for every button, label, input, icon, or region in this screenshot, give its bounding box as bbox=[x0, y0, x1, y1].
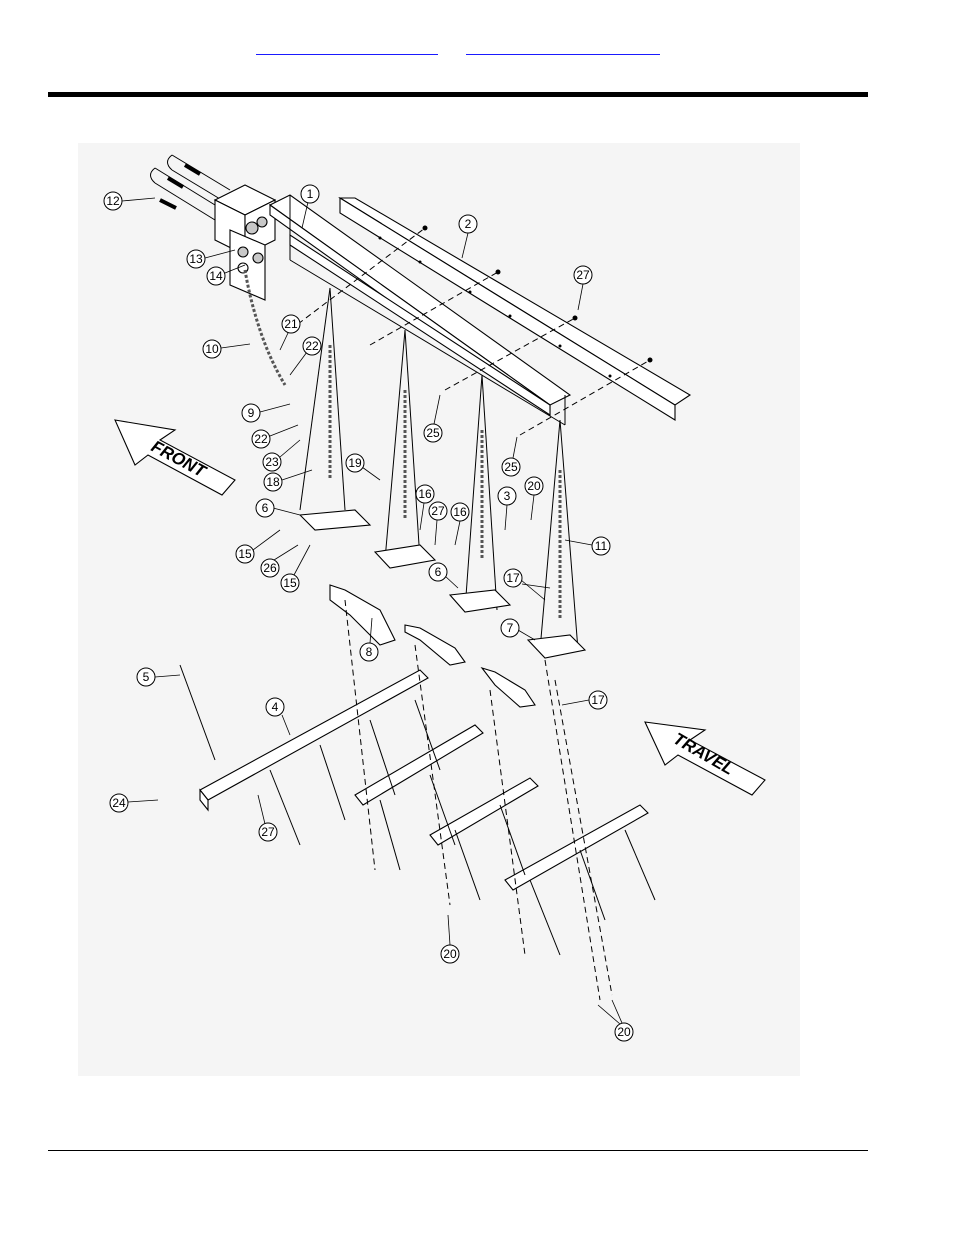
svg-text:9: 9 bbox=[248, 406, 255, 420]
callout-25b: 25 bbox=[501, 436, 521, 477]
svg-text:6: 6 bbox=[435, 565, 442, 579]
svg-text:3: 3 bbox=[504, 489, 511, 503]
hangers bbox=[298, 509, 587, 708]
callout-22a: 22 bbox=[289, 336, 322, 376]
svg-text:20: 20 bbox=[443, 947, 457, 961]
svg-text:21: 21 bbox=[284, 317, 298, 331]
svg-text:27: 27 bbox=[431, 504, 445, 518]
svg-text:10: 10 bbox=[205, 342, 219, 356]
svg-text:27: 27 bbox=[261, 825, 275, 839]
svg-text:1: 1 bbox=[307, 187, 314, 201]
callout-26: 26 bbox=[260, 544, 299, 578]
callout-27a: 27 bbox=[573, 265, 593, 311]
front-arrow: FRONT bbox=[114, 419, 236, 496]
svg-text:19: 19 bbox=[348, 456, 362, 470]
callout-11: 11 bbox=[564, 536, 611, 556]
callout-24: 24 bbox=[109, 793, 159, 813]
callout-21: 21 bbox=[279, 314, 301, 351]
callout-18: 18 bbox=[263, 469, 313, 492]
svg-text:7: 7 bbox=[507, 621, 514, 635]
callout-20b: 20 bbox=[440, 914, 460, 964]
callout-17b: 17 bbox=[561, 690, 608, 710]
callout-8: 8 bbox=[359, 617, 379, 662]
callout-19: 19 bbox=[345, 453, 381, 481]
svg-text:25: 25 bbox=[504, 460, 518, 474]
harrow-sections bbox=[179, 664, 656, 956]
header-link-left[interactable] bbox=[256, 40, 438, 55]
callout-6b: 6 bbox=[428, 562, 459, 589]
svg-text:20: 20 bbox=[527, 479, 541, 493]
callout-15b: 15 bbox=[280, 544, 311, 593]
angle-bar bbox=[289, 197, 692, 436]
svg-text:6: 6 bbox=[262, 501, 269, 515]
svg-text:11: 11 bbox=[595, 539, 608, 553]
svg-text:4: 4 bbox=[272, 700, 279, 714]
callout-16a: 16 bbox=[415, 484, 435, 531]
svg-text:2: 2 bbox=[465, 217, 472, 231]
callout-23: 23 bbox=[262, 439, 301, 472]
travel-arrow: TRAVEL bbox=[644, 721, 766, 796]
callout-16b: 16 bbox=[450, 502, 470, 546]
svg-text:22: 22 bbox=[305, 339, 319, 353]
callout-25a: 25 bbox=[423, 394, 443, 443]
callout-10: 10 bbox=[202, 339, 251, 359]
svg-text:27: 27 bbox=[576, 268, 590, 282]
callout-4: 4 bbox=[265, 697, 291, 736]
callout-6a: 6 bbox=[255, 498, 301, 518]
header-rule bbox=[48, 92, 868, 97]
callout-3: 3 bbox=[497, 486, 517, 531]
svg-text:18: 18 bbox=[266, 475, 280, 489]
main-tube bbox=[268, 194, 572, 426]
parts-diagram-background bbox=[78, 143, 800, 1076]
callout-5: 5 bbox=[136, 667, 181, 687]
callout-7: 7 bbox=[500, 618, 536, 641]
callout-14: 14 bbox=[206, 264, 246, 286]
svg-text:8: 8 bbox=[366, 645, 373, 659]
callout-1: 1 bbox=[300, 184, 320, 229]
svg-text:12: 12 bbox=[106, 194, 120, 208]
callout-13: 13 bbox=[186, 249, 236, 269]
callout-12: 12 bbox=[103, 191, 156, 211]
svg-text:15: 15 bbox=[238, 547, 252, 561]
alignment-lines bbox=[344, 599, 613, 1001]
svg-text:16: 16 bbox=[418, 487, 432, 501]
callout-27b: 27 bbox=[428, 501, 448, 546]
svg-text:23: 23 bbox=[265, 455, 279, 469]
svg-text:25: 25 bbox=[426, 426, 440, 440]
svg-text:16: 16 bbox=[453, 505, 467, 519]
svg-text:17: 17 bbox=[591, 693, 605, 707]
svg-text:26: 26 bbox=[263, 561, 277, 575]
svg-text:20: 20 bbox=[617, 1025, 631, 1039]
callout-20c: 20 bbox=[597, 1004, 634, 1042]
callout-17c bbox=[521, 583, 551, 589]
callout-15a: 15 bbox=[235, 529, 281, 564]
callout-20a: 20 bbox=[524, 476, 544, 521]
callout-2: 2 bbox=[458, 214, 478, 259]
svg-text:15: 15 bbox=[283, 576, 297, 590]
mount-bracket bbox=[213, 184, 277, 301]
svg-text:17: 17 bbox=[506, 571, 520, 585]
callout-22b: 22 bbox=[251, 424, 299, 449]
svg-text:22: 22 bbox=[254, 432, 268, 446]
svg-text:24: 24 bbox=[112, 796, 126, 810]
header-link-right[interactable] bbox=[466, 40, 660, 55]
drag-chains bbox=[299, 287, 579, 651]
callout-27c: 27 bbox=[257, 794, 278, 842]
footer-rule bbox=[48, 1150, 868, 1151]
svg-text:13: 13 bbox=[189, 252, 203, 266]
callout-17a: 17 bbox=[503, 568, 546, 601]
svg-text:14: 14 bbox=[209, 269, 223, 283]
chain-front bbox=[243, 269, 287, 386]
callout-9: 9 bbox=[241, 403, 291, 423]
svg-text:5: 5 bbox=[143, 670, 150, 684]
u-bolts bbox=[150, 154, 231, 221]
callout-20d bbox=[611, 999, 623, 1024]
